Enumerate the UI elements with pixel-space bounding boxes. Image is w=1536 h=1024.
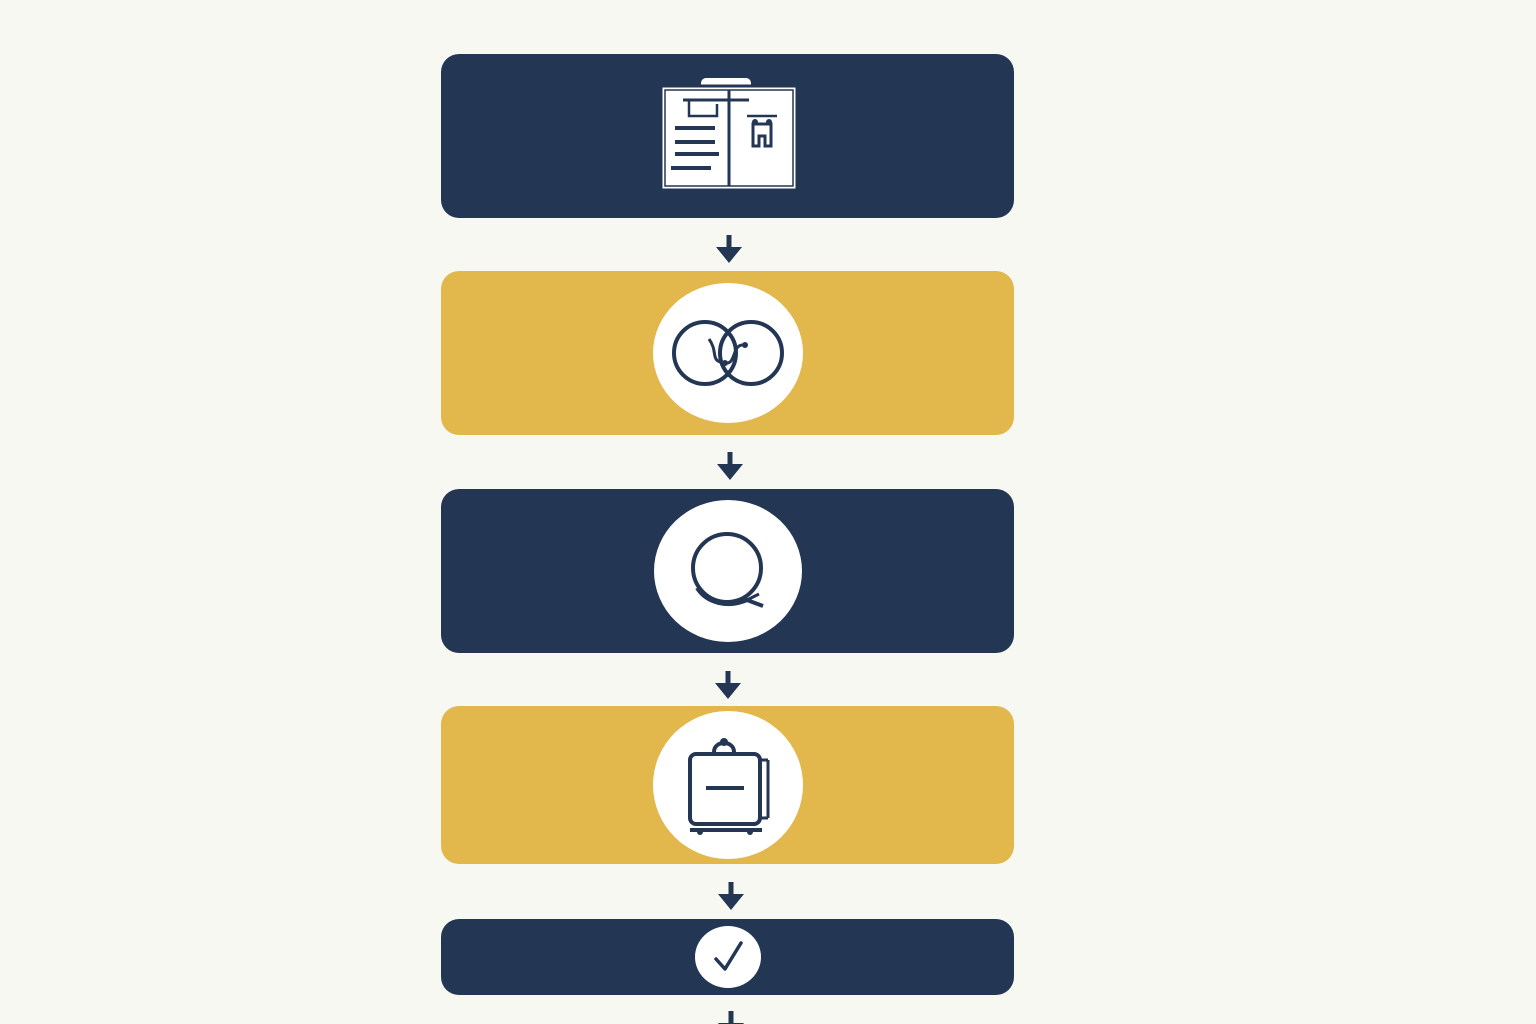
step-5-box [441, 919, 1014, 995]
step-3-badge [653, 500, 802, 642]
step-5-badge [694, 926, 761, 988]
linked-rings-icon [669, 313, 787, 393]
clipboard-document-icon [653, 76, 803, 196]
step-2-badge [652, 283, 803, 423]
arrow-down-icon [713, 449, 747, 483]
step-4-box [441, 706, 1014, 864]
step-3-box [441, 489, 1014, 653]
step-2-box [441, 271, 1014, 435]
arrow-down-icon [711, 668, 745, 702]
suitcase-icon [680, 730, 776, 840]
arrow-down-icon [712, 232, 746, 266]
arrow-down-icon [714, 1008, 748, 1024]
checkmark-icon [708, 937, 748, 977]
step-1-box [441, 54, 1014, 218]
arrow-down-icon [714, 879, 748, 913]
step-4-badge [652, 711, 803, 859]
speech-bubble-icon [683, 526, 773, 616]
